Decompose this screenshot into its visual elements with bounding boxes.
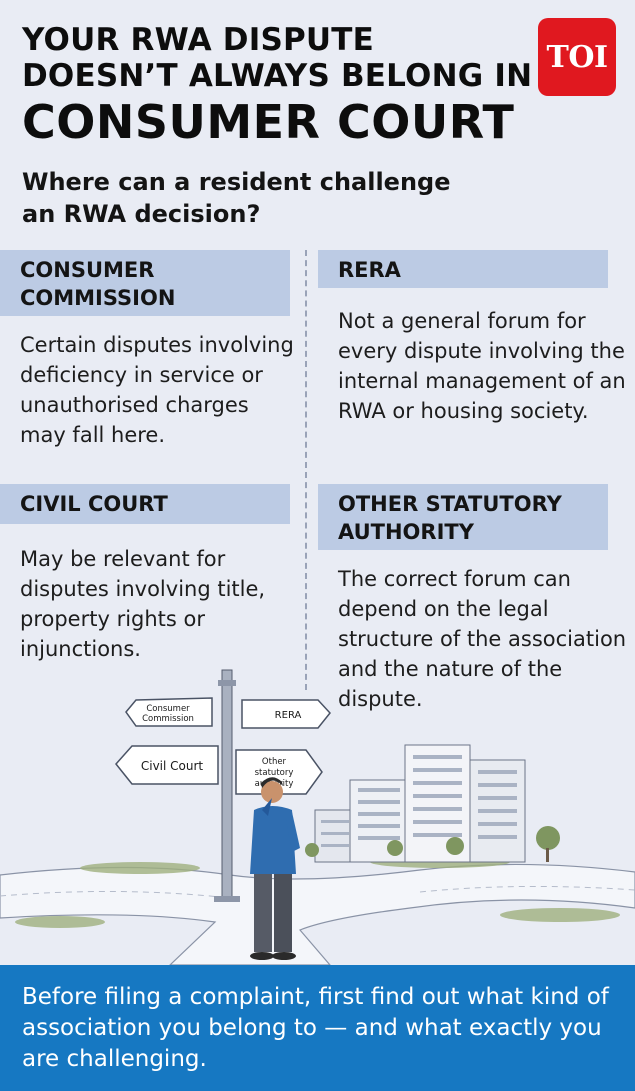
civil-court-text: May be relevant for disputes involving t… <box>20 547 266 661</box>
sign-other-line1: Other <box>262 757 287 767</box>
column-divider <box>305 250 307 690</box>
sign-civil-court: Civil Court <box>141 759 204 773</box>
sign-consumer-line2: Commission <box>142 714 194 724</box>
civil-court-heading: CIVIL COURT <box>0 484 290 524</box>
consumer-commission-text: Certain disputes involving deficiency in… <box>20 333 294 447</box>
rera-heading: RERA <box>318 250 608 288</box>
consumer-commission-heading: CONSUMER COMMISSION <box>0 250 290 316</box>
sign-other-line2: statutory <box>255 768 294 778</box>
title-line-1: YOUR RWA DISPUTE <box>22 22 374 58</box>
apartment-buildings <box>314 744 526 863</box>
other-authority-text: The correct forum can depend on the lega… <box>338 567 627 711</box>
signpost: Consumer Commission RERA Civil Court Oth… <box>115 669 331 902</box>
sign-consumer-line1: Consumer <box>146 704 190 714</box>
thinking-person <box>250 777 300 960</box>
subtitle: Where can a resident challenge an RWA de… <box>22 168 451 228</box>
rera-text: Not a general forum for every dispute in… <box>338 309 626 423</box>
title-line-2: DOESN’T ALWAYS BELONG IN <box>22 58 533 94</box>
other-authority-heading: OTHER STATUTORY AUTHORITY <box>318 484 608 550</box>
toi-logo: TOI <box>538 18 616 96</box>
title-line-3: CONSUMER COURT <box>22 95 515 149</box>
page-title: YOUR RWA DISPUTE DOESN’T ALWAYS BELONG I… <box>22 22 542 150</box>
footer-advice: Before filing a complaint, first find ou… <box>0 965 635 1091</box>
trees <box>305 826 560 862</box>
sign-rera: RERA <box>275 710 302 721</box>
crossroads-illustration: Consumer Commission RERA Civil Court Oth… <box>0 669 635 965</box>
